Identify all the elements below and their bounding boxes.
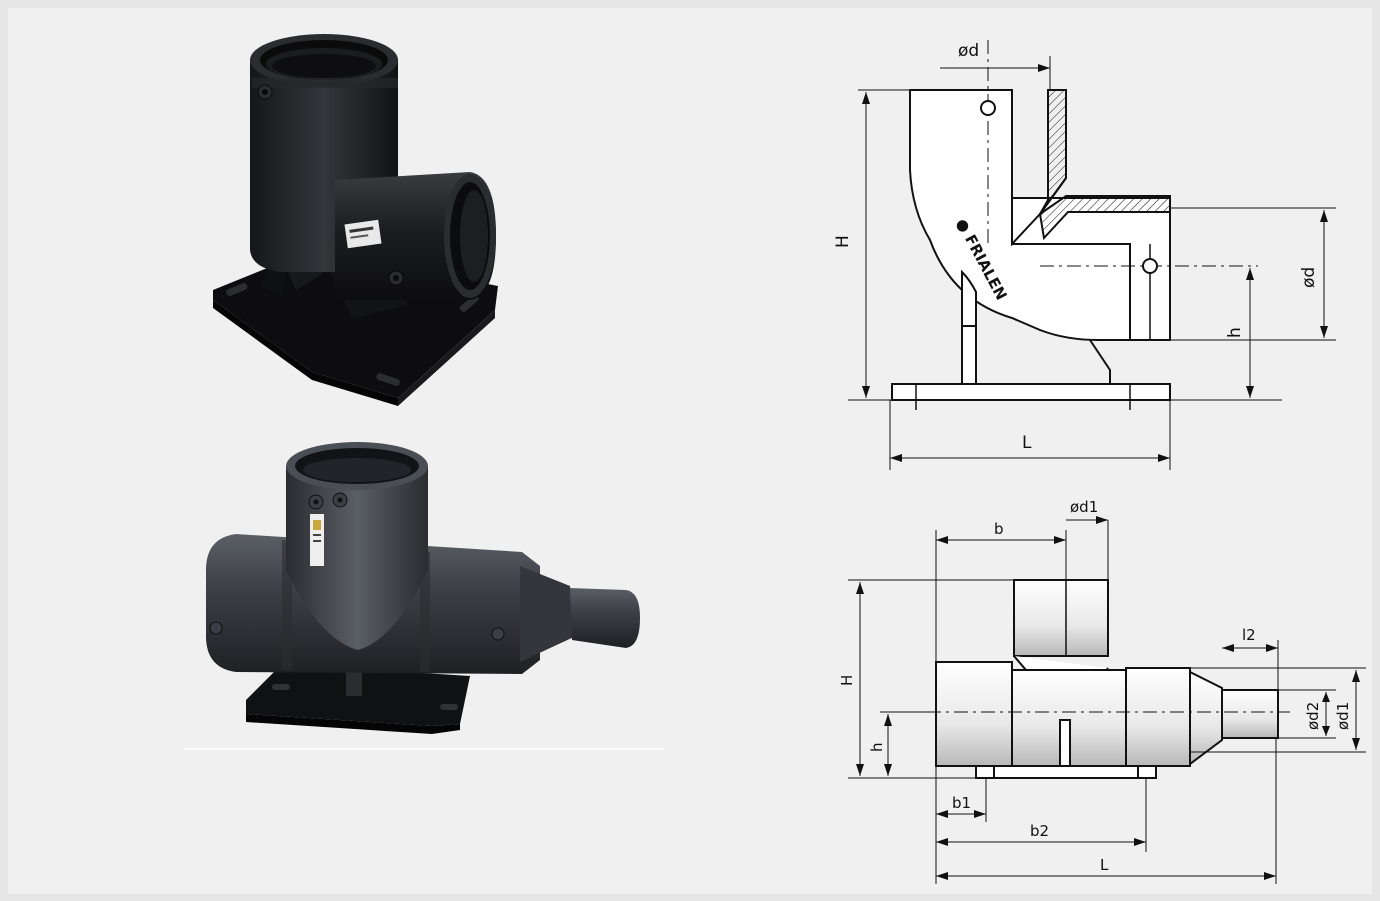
label-h: h — [868, 742, 886, 752]
label-od-top: ød — [958, 41, 979, 61]
label-L: L — [1022, 433, 1032, 453]
label-L: L — [1100, 856, 1109, 874]
label-H: H — [833, 235, 853, 248]
drawing-base-reducing-tee-labels: ød1 b l2 H h ød2 ød1 b1 b2 L — [838, 498, 1352, 874]
photo-base-reducing-tee — [184, 442, 664, 750]
label-od-right: ød — [1299, 267, 1319, 288]
label-H: H — [838, 675, 856, 686]
drawing-base-reducing-tee — [848, 516, 1366, 884]
label-od1-right: ød1 — [1334, 702, 1352, 730]
label-b1: b1 — [952, 794, 971, 812]
label-l2: l2 — [1242, 626, 1256, 644]
label-b: b — [994, 520, 1004, 538]
drawing-base-elbow — [848, 40, 1336, 470]
label-b2: b2 — [1030, 822, 1049, 840]
label-od1-top: ød1 — [1070, 498, 1098, 516]
photo-base-elbow — [213, 34, 498, 406]
label-h: h — [1225, 327, 1245, 338]
label-od2: ød2 — [1304, 702, 1322, 730]
